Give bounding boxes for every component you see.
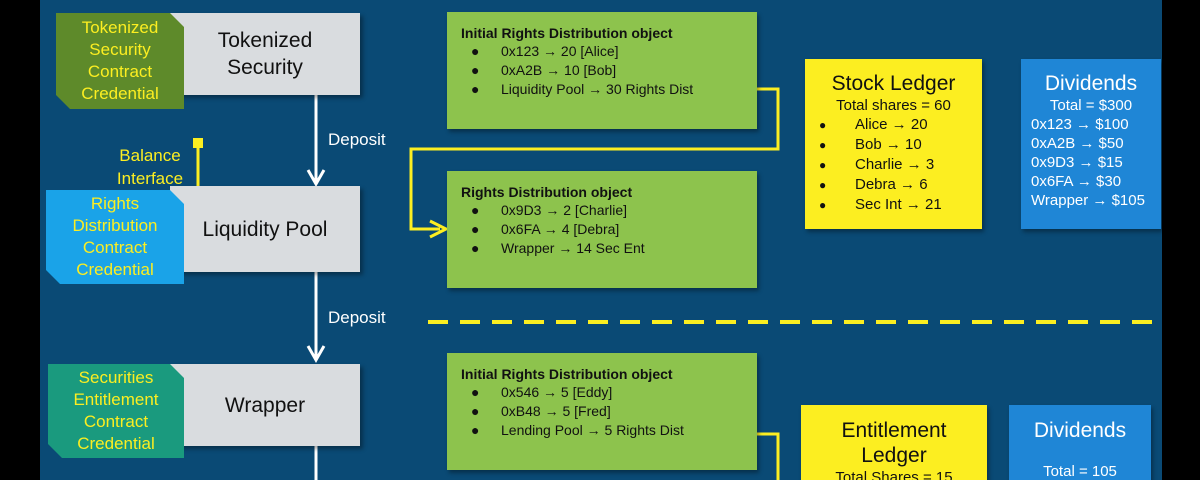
list-item: ● Liquidity Pool → 30 Rights Dist — [461, 80, 693, 99]
bullet-icon: ● — [819, 178, 827, 192]
initial-rights-title-1: Initial Rights Distribution object — [461, 25, 673, 41]
entitlement-ledger-title-line-1: Entitlement — [841, 419, 947, 442]
rights-distribution-title: Rights Distribution object — [461, 184, 633, 200]
bullet-icon: ● — [471, 403, 480, 419]
list-item: ● Bob → 10 — [819, 135, 982, 155]
stock-ledger-title: Stock Ledger — [831, 72, 956, 95]
item-text: Alice → 20 — [855, 116, 928, 133]
entitlement-ledger-title-line-2: Ledger — [861, 444, 927, 467]
tokenized-security-label-line-1: Tokenized — [217, 29, 313, 52]
tokenized-security-label-line-2: Security — [227, 56, 303, 79]
dividends-box-1: Dividends Total = $300 0x123 → $100 0xA2… — [1021, 59, 1161, 229]
bullet-icon: ● — [471, 422, 480, 438]
deposit-label-1: Deposit — [328, 130, 386, 149]
bullet-icon: ● — [819, 138, 827, 152]
tokenized-security-credential: Tokenized Security Contract Credential — [56, 13, 184, 109]
list-item: ● Lending Pool → 5 Rights Dist — [461, 421, 684, 440]
stock-ledger-total: Total shares = 60 — [836, 97, 951, 114]
wrapper-label: Wrapper — [224, 393, 306, 417]
rights-credential-line-2: Distribution — [72, 216, 158, 235]
liquidity-pool-label: Liquidity Pool — [202, 217, 328, 241]
item-text: Charlie → 3 — [855, 156, 935, 173]
item-text: 0x9D3 → 2 [Charlie] — [501, 202, 628, 218]
list-item: ● Alice → 20 — [819, 115, 982, 135]
item-text: Lending Pool → 5 Rights Dist — [501, 422, 684, 438]
list-item: 0x9D3 → $15 — [1031, 154, 1123, 171]
entitlement-credential-line-3: Contract — [83, 412, 149, 431]
item-text: 0x546 → 5 [Eddy] — [501, 384, 613, 400]
item-text: Liquidity Pool → 30 Rights Dist — [501, 81, 694, 97]
list-item: ● 0xB48 → 5 [Fred] — [461, 402, 684, 421]
item-text: 0x6FA → 4 [Debra] — [501, 221, 620, 237]
tokenized-security-box: Tokenized Security — [170, 13, 360, 95]
bullet-icon: ● — [471, 384, 480, 400]
list-item: ● 0x546 → 5 [Eddy] — [461, 383, 684, 402]
tokenized-credential-line-3: Contract — [87, 62, 153, 81]
rights-credential-line-3: Contract — [82, 238, 148, 257]
entitlement-ledger-box: Entitlement Ledger Total Shares = 15 — [801, 405, 987, 480]
dividends-box-2: Dividends Total = 105 — [1009, 405, 1151, 480]
dividends-list-1: 0x123 → $100 0xA2B → $50 0x9D3 → $15 0x6… — [1021, 115, 1161, 210]
item-text: 0xB48 → 5 [Fred] — [501, 403, 611, 419]
stock-ledger-list: ● Alice → 20 ● Bob → 10 ● Charlie → 3 ● Debr… — [805, 115, 982, 215]
list-item: 0xA2B → $50 — [1031, 135, 1124, 152]
balance-interface-line-1: Balance — [119, 146, 181, 165]
tokenized-credential-line-4: Credential — [81, 84, 159, 103]
item-text: 0xA2B → 10 [Bob] — [501, 62, 617, 78]
initial-rights-list-1: ● 0x123 → 20 [Alice] ● 0xA2B → 10 [Bob] ● L… — [461, 42, 693, 99]
list-item: Wrapper → $105 — [1031, 192, 1145, 209]
balance-interface-line-2: Interface — [116, 169, 184, 188]
dividends-total-2: Total = 105 — [1043, 463, 1117, 480]
dividends-title-1: Dividends — [1044, 72, 1138, 95]
list-item: ● 0x9D3 → 2 [Charlie] — [461, 201, 645, 220]
wrapper-box: Wrapper — [170, 364, 360, 446]
item-text: Sec Int → 21 — [855, 196, 942, 213]
dividends-total-1: Total = $300 — [1049, 97, 1133, 114]
rights-distribution-credential: Rights Distribution Contract Credential — [46, 190, 184, 284]
list-item: ● 0xA2B → 10 [Bob] — [461, 61, 693, 80]
list-item: ● Debra → 6 — [819, 175, 982, 195]
bullet-icon: ● — [819, 118, 827, 132]
liquidity-pool-box: Liquidity Pool — [170, 186, 360, 272]
dividends-title-2: Dividends — [1033, 419, 1127, 442]
entitlement-credential-line-2: Entitlement — [73, 390, 159, 409]
bullet-icon: ● — [471, 62, 480, 78]
bullet-icon: ● — [471, 81, 480, 97]
entitlement-credential-line-1: Securities — [78, 368, 154, 387]
initial-rights-distribution-box-2: Initial Rights Distribution object ● 0x54… — [447, 353, 757, 470]
entitlement-ledger-total: Total Shares = 15 — [835, 469, 953, 480]
item-text: Bob → 10 — [855, 136, 922, 153]
initial-rights-list-2: ● 0x546 → 5 [Eddy] ● 0xB48 → 5 [Fred] ● Len… — [461, 383, 684, 440]
deposit-label-2: Deposit — [328, 308, 386, 327]
bullet-icon: ● — [471, 240, 480, 256]
rights-distribution-box: Rights Distribution object ● 0x9D3 → 2 [C… — [447, 171, 757, 288]
bullet-icon: ● — [471, 221, 480, 237]
initial-rights-title-2: Initial Rights Distribution object — [461, 366, 673, 382]
item-text: Wrapper → 14 Sec Ent — [501, 240, 645, 256]
bullet-icon: ● — [819, 158, 827, 172]
entitlement-credential-line-4: Credential — [77, 434, 155, 453]
list-item: ● Charlie → 3 — [819, 155, 982, 175]
list-item: 0x123 → $100 — [1031, 116, 1129, 133]
tokenized-credential-line-2: Security — [89, 40, 151, 59]
list-item: ● 0x123 → 20 [Alice] — [461, 42, 693, 61]
initial-rights-distribution-box-1: Initial Rights Distribution object ● 0x12… — [447, 12, 757, 129]
rights-distribution-list: ●0x9D3 → 2 [Charlie] ●0x6FA → 4 [Debra] … — [461, 201, 645, 258]
list-item: ● Wrapper → 14 Sec Ent — [461, 239, 645, 258]
list-item: ● Sec Int → 21 — [819, 195, 982, 215]
rights-credential-line-1: Rights — [90, 194, 140, 213]
list-item: ● 0x6FA → 4 [Debra] — [461, 220, 645, 239]
item-text: 0x123 → 20 [Alice] — [501, 43, 619, 59]
bullet-icon: ● — [819, 198, 827, 212]
list-item: 0x6FA → $30 — [1031, 173, 1122, 190]
rights-credential-line-4: Credential — [76, 260, 154, 279]
securities-entitlement-credential: Securities Entitlement Contract Credenti… — [48, 364, 184, 458]
item-text: Debra → 6 — [855, 176, 928, 193]
bullet-icon: ● — [471, 43, 480, 59]
bullet-icon: ● — [471, 202, 480, 218]
tokenized-credential-line-1: Tokenized — [81, 18, 159, 37]
stock-ledger-box: Stock Ledger Total shares = 60 ● Alice → … — [805, 59, 982, 229]
balance-interface-label: Balance Interface — [110, 144, 190, 190]
